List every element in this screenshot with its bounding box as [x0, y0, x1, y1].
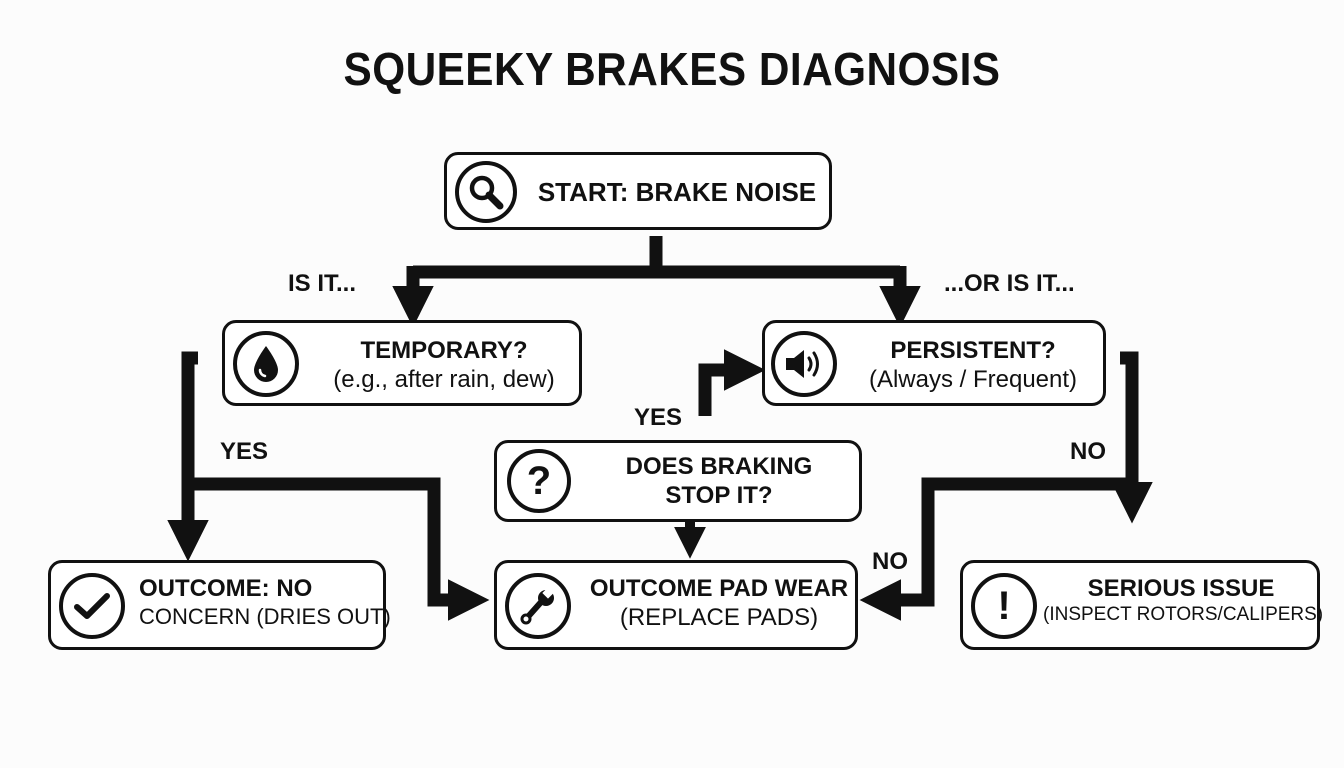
braking-question-node: ? DOES BRAKING STOP IT? — [494, 440, 862, 522]
label-no-mid: NO — [872, 548, 908, 575]
label-no-right: NO — [1070, 438, 1106, 465]
persistent-example: (Always / Frequent) — [868, 365, 1078, 393]
label-yes-mid: YES — [634, 404, 683, 431]
persistent-node: PERSISTENT? (Always / Frequent) — [762, 320, 1106, 406]
question-glyph: ? — [526, 459, 552, 503]
arrow-temporary-yes-to-pad-wear — [188, 477, 490, 621]
pad-wear-text: OUTCOME PAD WEAR (REPLACE PADS) — [583, 575, 855, 633]
pad-wear-node: OUTCOME PAD WEAR (REPLACE PADS) — [494, 560, 858, 650]
no-concern-node: OUTCOME: NO CONCERN (DRIES OUT) — [48, 560, 391, 650]
braking-question-line2: STOP IT? — [665, 481, 773, 509]
pad-wear-line2: (REPLACE PADS) — [619, 603, 819, 631]
label-yes-left: YES — [220, 438, 269, 465]
exclamation-icon: ! — [971, 573, 1037, 639]
serious-issue-text: SERIOUS ISSUE (INSPECT ROTORS/CALIPERS) — [1043, 575, 1324, 627]
label-is-it: IS IT... — [288, 270, 357, 297]
persistent-question: PERSISTENT? — [890, 337, 1056, 364]
temporary-node-text: TEMPORARY? (e.g., after rain, dew) — [309, 337, 579, 395]
arrow-temporary-to-no-concern — [167, 351, 209, 562]
persistent-node-text: PERSISTENT? (Always / Frequent) — [845, 337, 1101, 395]
temporary-question: TEMPORARY? — [360, 337, 528, 364]
water-drop-icon — [233, 331, 299, 397]
start-node-label: START: BRAKE NOISE — [537, 177, 817, 207]
magnifier-icon — [455, 161, 517, 223]
question-icon: ? — [507, 449, 571, 513]
arrow-yes-to-persistent — [698, 349, 766, 416]
braking-question-text: DOES BRAKING STOP IT? — [581, 453, 857, 511]
serious-issue-node: ! SERIOUS ISSUE (INSPECT ROTORS/CALIPERS… — [960, 560, 1324, 650]
start-node: START: BRAKE NOISE — [444, 152, 832, 230]
braking-question-line1: DOES BRAKING — [625, 453, 813, 480]
arrow-no-to-pad-wear — [859, 477, 1132, 621]
exclamation-glyph: ! — [997, 584, 1011, 628]
checkmark-icon — [59, 573, 125, 639]
pad-wear-line1: OUTCOME PAD WEAR — [589, 575, 849, 602]
serious-issue-line2: (INSPECT ROTORS/CALIPERS) — [1043, 603, 1324, 625]
temporary-example: (e.g., after rain, dew) — [333, 365, 555, 393]
arrow-persistent-no-branch — [1111, 351, 1153, 524]
speaker-icon — [771, 331, 837, 397]
no-concern-line1: OUTCOME: NO — [139, 575, 313, 602]
no-concern-line2: CONCERN (DRIES OUT) — [139, 603, 391, 629]
label-or-is-it: ...OR IS IT... — [944, 270, 1075, 297]
temporary-node: TEMPORARY? (e.g., after rain, dew) — [222, 320, 582, 406]
no-concern-text: OUTCOME: NO CONCERN (DRIES OUT) — [133, 575, 391, 630]
diagram-title: SQUEEKY BRAKES DIAGNOSIS — [343, 43, 1001, 95]
wrench-icon — [505, 573, 571, 639]
serious-issue-line1: SERIOUS ISSUE — [1087, 575, 1275, 602]
